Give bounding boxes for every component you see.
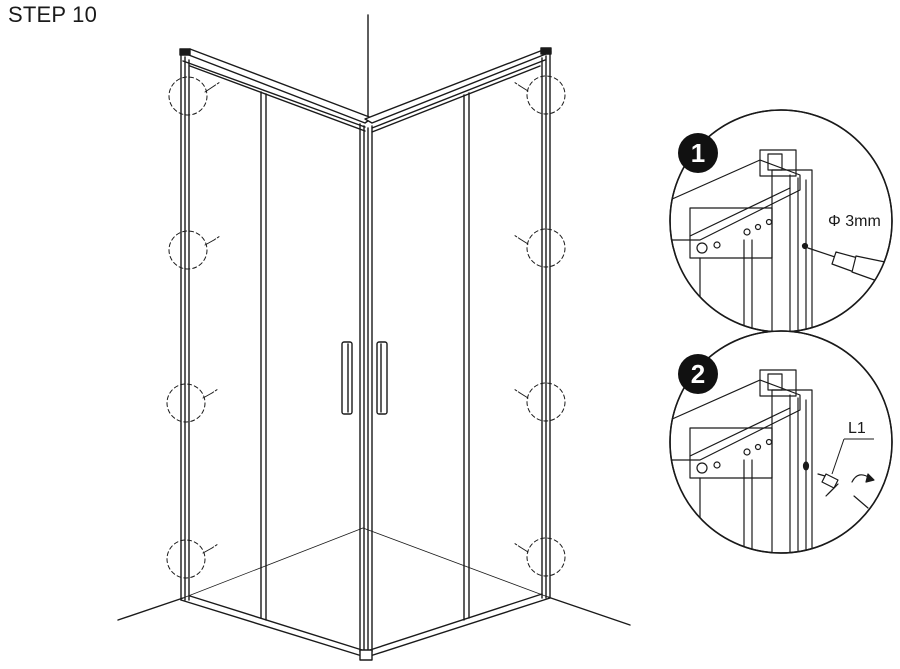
callout-1-number: 1 [690, 137, 706, 168]
callout-2-annotation: L1 [848, 420, 866, 437]
bottom-frame [180, 593, 551, 661]
screw-icon [817, 473, 839, 497]
screw-icon [204, 81, 221, 93]
screw-points-right [526, 75, 566, 577]
screw-icon [202, 543, 219, 554]
door-handles [341, 341, 388, 415]
callout-2-badge: 2 [678, 354, 718, 394]
screw-icon [513, 388, 529, 399]
drill-icon [801, 242, 886, 283]
screw-points-left [166, 76, 208, 579]
detail-2 [669, 330, 893, 554]
screw-icons-right [513, 81, 529, 553]
screw-icon [202, 388, 219, 399]
screw-icon [204, 235, 221, 246]
right-wall-profile [541, 53, 551, 599]
top-frame [179, 47, 552, 133]
screw-icons-left [202, 81, 221, 554]
screw-icon [513, 81, 529, 92]
callout-1-annotation: Φ 3mm [828, 213, 881, 230]
callout-2-number: 2 [690, 358, 706, 389]
callout-1-badge: 1 [678, 133, 718, 173]
right-panels [367, 92, 470, 657]
left-wall-profile [180, 54, 190, 601]
screw-icon [513, 542, 529, 553]
left-panels [260, 91, 365, 657]
room-lines [117, 14, 631, 626]
screwdriver-rotation-icon [851, 473, 875, 509]
step-title: STEP 10 [8, 2, 98, 27]
screw-icon [513, 234, 529, 245]
